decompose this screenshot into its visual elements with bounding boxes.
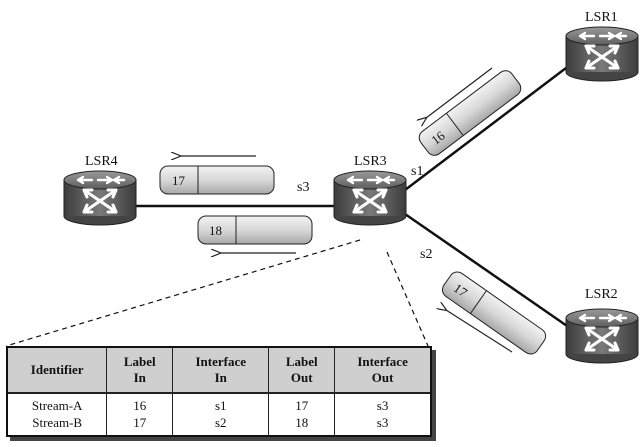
packet-17-value: 17 [172, 173, 186, 188]
link-lsr3-lsr1 [404, 67, 567, 191]
callout-line-right [386, 251, 429, 347]
table-row: Stream-A 16 s1 17 s3 [8, 393, 430, 414]
cell-label-in: 17 [106, 414, 174, 435]
router-lsr1 [564, 25, 640, 83]
lsr4-label: LSR4 [85, 154, 118, 169]
cell-identifier: Stream-B [8, 414, 108, 435]
lsr2-label: LSR2 [585, 287, 618, 302]
packet-18-value: 18 [209, 223, 222, 238]
router-lsr3 [332, 169, 408, 227]
packet-label-18: 18 [197, 215, 313, 245]
cell-interface-in: s1 [172, 393, 270, 414]
cell-identifier: Stream-A [8, 393, 108, 414]
links [135, 67, 571, 330]
table-row: Stream-B 17 s2 18 s3 [8, 414, 430, 435]
arrow-diag-lower [446, 310, 513, 353]
interface-s3-label: s3 [297, 180, 309, 195]
arrow-diag-upper [426, 67, 493, 118]
router-lsr2 [564, 307, 640, 365]
link-lsr3-lsr2 [404, 212, 571, 330]
cell-label-in: 16 [106, 393, 174, 414]
cell-label-out: 18 [268, 414, 336, 435]
packet-label-17-to-lsr4: 17 [159, 165, 275, 195]
header-identifier: Identifier [8, 348, 108, 394]
cell-interface-out: s3 [376, 398, 389, 413]
packet-label-16: 16 [418, 70, 522, 156]
lsr1-label: LSR1 [585, 10, 618, 25]
cell-label-out: 17 [268, 393, 336, 414]
cell-interface-out: s3 [376, 415, 389, 430]
callout-line-left [5, 239, 361, 347]
interface-s1-label: s1 [411, 164, 423, 179]
cell-interface-in: s2 [172, 414, 270, 435]
packet-label-17-from-lsr2: 17 [441, 271, 547, 355]
router-lsr4 [62, 169, 138, 227]
interface-s2-label: s2 [420, 247, 432, 262]
lsr3-label: LSR3 [354, 154, 387, 169]
